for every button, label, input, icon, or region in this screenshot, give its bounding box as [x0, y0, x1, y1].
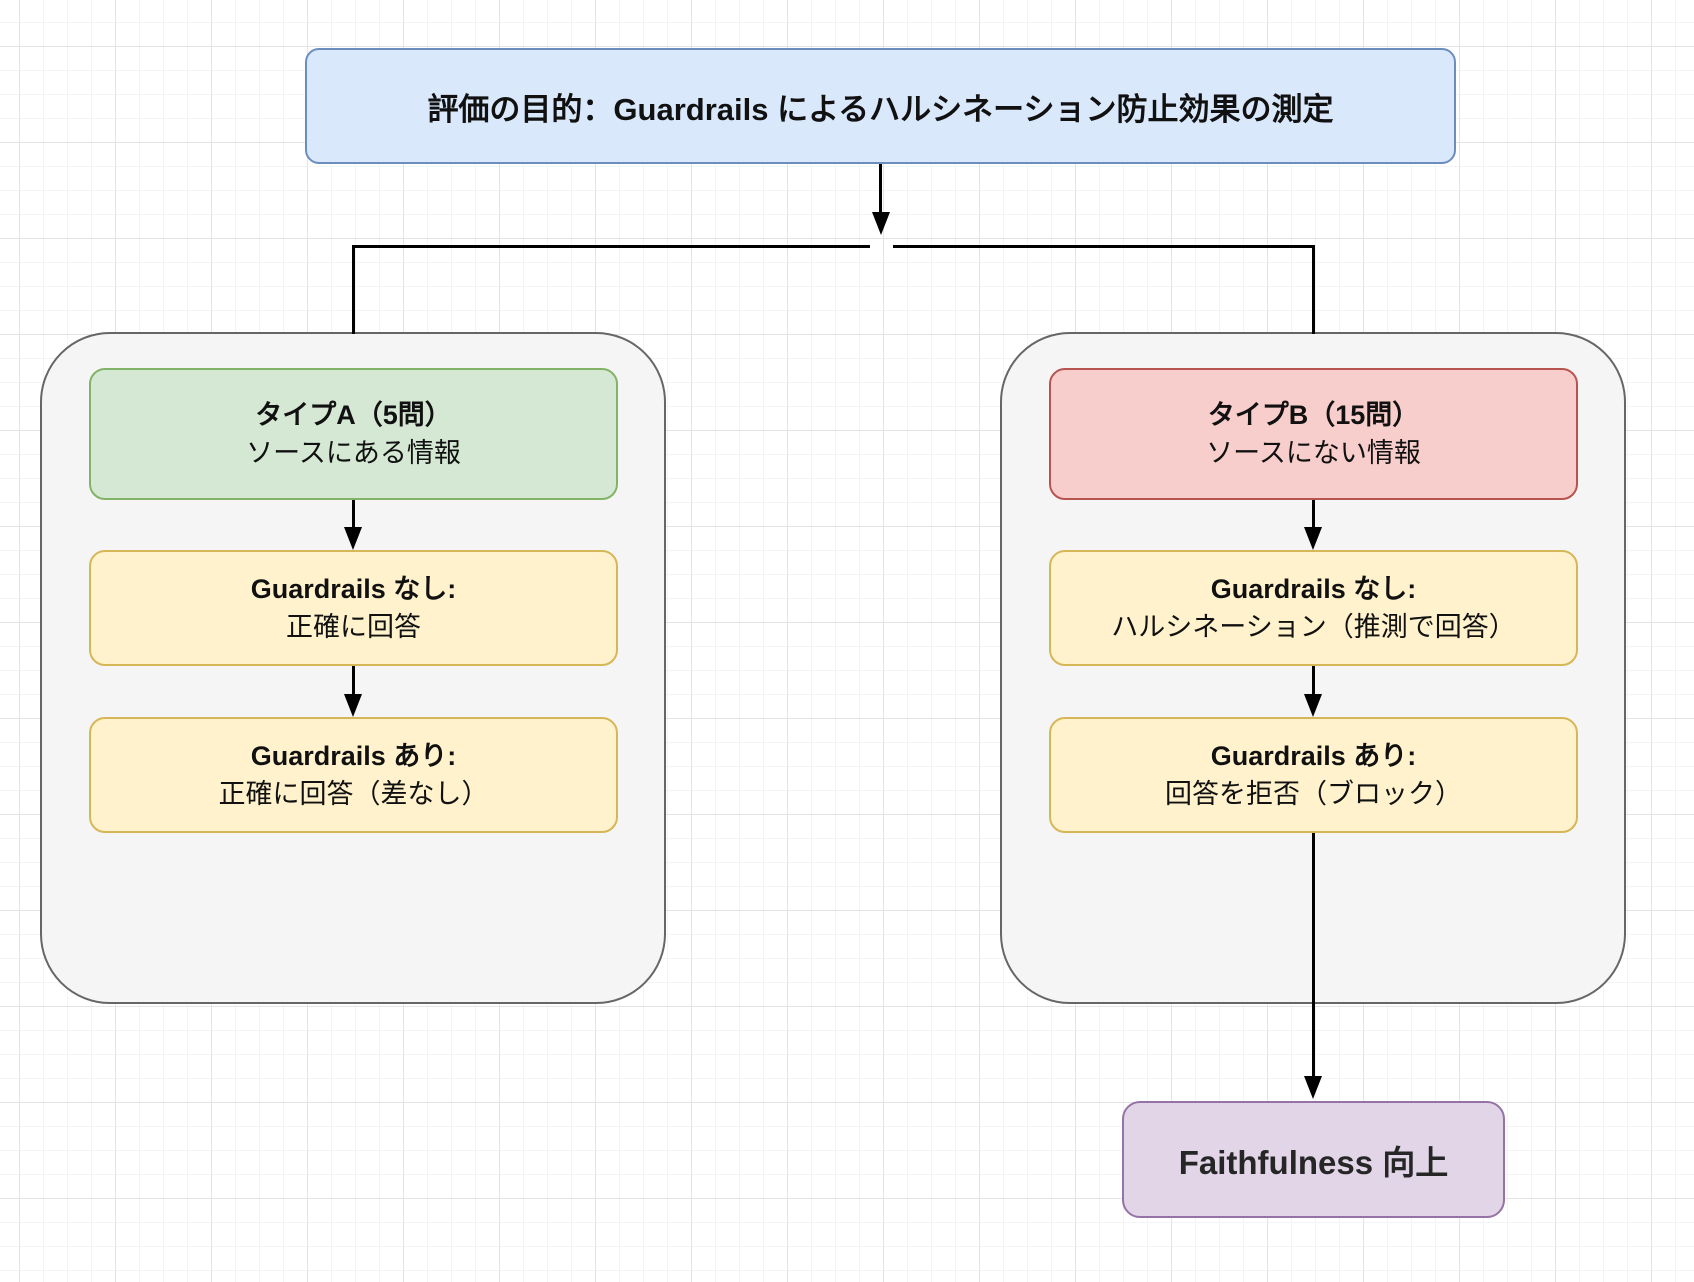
arrowhead-right-step2 [1304, 694, 1322, 717]
result-text: Faithfulness 向上 [1178, 1143, 1449, 1181]
connector-right-step1 [1312, 500, 1315, 530]
right-guardrails-off-title: Guardrails なし: [1210, 573, 1417, 604]
type-b-title: タイプB（15問） [1207, 399, 1420, 430]
right-guardrails-on-node[interactable]: Guardrails あり: 回答を拒否（ブロック） [1049, 717, 1578, 833]
connector-left-step2 [352, 666, 355, 696]
connector-branch-right-vertical [1312, 245, 1315, 334]
arrowhead-left-step2 [344, 694, 362, 717]
left-guardrails-off-result: 正確に回答 [286, 612, 421, 642]
arrowhead-left-step1 [344, 527, 362, 550]
connector-right-step2 [1312, 666, 1315, 696]
right-guardrails-off-node[interactable]: Guardrails なし: ハルシネーション（推測で回答） [1049, 550, 1578, 666]
arrowhead-title-down [872, 212, 890, 235]
arrowhead-to-result [1304, 1076, 1322, 1099]
left-guardrails-off-title: Guardrails なし: [250, 573, 457, 604]
type-a-title: タイプA（5問） [255, 399, 452, 430]
left-guardrails-on-title: Guardrails あり: [250, 740, 457, 771]
left-guardrails-on-result: 正確に回答（差なし） [218, 779, 489, 809]
title-node[interactable]: 評価の目的：Guardrails によるハルシネーション防止効果の測定 [305, 48, 1456, 164]
type-b-node[interactable]: タイプB（15問） ソースにない情報 [1049, 368, 1578, 500]
right-guardrails-on-result: 回答を拒否（ブロック） [1165, 779, 1462, 809]
right-guardrails-off-result: ハルシネーション（推測で回答） [1111, 612, 1516, 642]
connector-branch-left-vertical [352, 245, 355, 334]
type-a-subtitle: ソースにある情報 [246, 438, 461, 468]
title-text: 評価の目的：Guardrails によるハルシネーション防止効果の測定 [427, 91, 1334, 127]
arrowhead-right-step1 [1304, 527, 1322, 550]
connector-left-step1 [352, 500, 355, 530]
connector-title-down [879, 164, 882, 212]
type-b-subtitle: ソースにない情報 [1206, 438, 1421, 468]
right-guardrails-on-title: Guardrails あり: [1210, 740, 1417, 771]
connector-to-result [1312, 833, 1315, 1077]
connector-branch-right-horizontal [893, 245, 1315, 248]
left-guardrails-on-node[interactable]: Guardrails あり: 正確に回答（差なし） [89, 717, 618, 833]
left-guardrails-off-node[interactable]: Guardrails なし: 正確に回答 [89, 550, 618, 666]
result-node[interactable]: Faithfulness 向上 [1122, 1101, 1505, 1218]
type-a-node[interactable]: タイプA（5問） ソースにある情報 [89, 368, 618, 500]
connector-branch-left-horizontal [353, 245, 870, 248]
